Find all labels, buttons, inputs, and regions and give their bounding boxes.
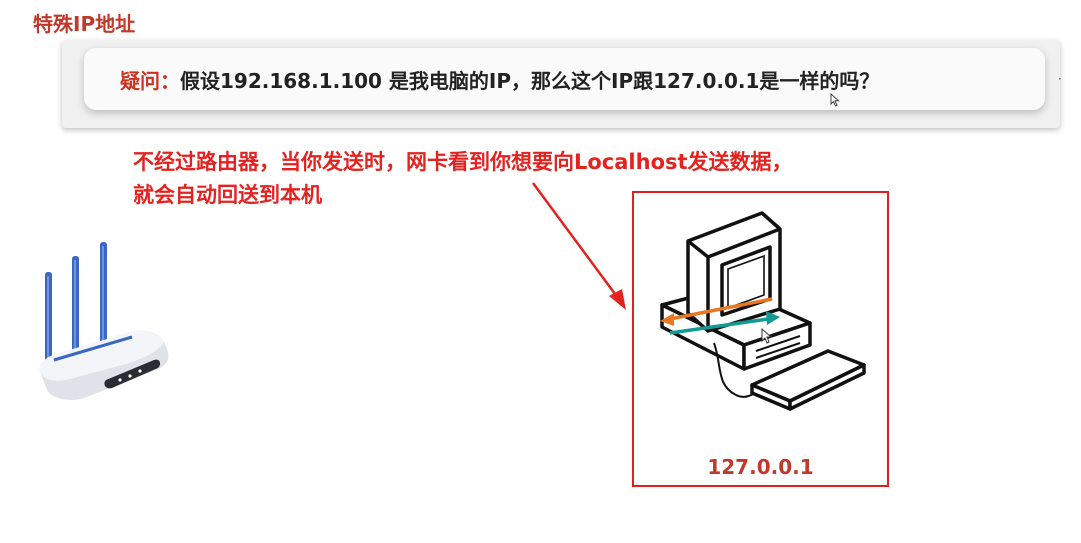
mouse-cursor-icon xyxy=(761,327,773,344)
localhost-caption: 127.0.0.1 xyxy=(707,455,814,479)
desktop-computer-icon xyxy=(660,211,866,411)
send-arrow xyxy=(669,297,773,321)
question-body: 假设192.168.1.100 是我电脑的IP，那么这个IP跟127.0.0.1… xyxy=(180,68,880,93)
edge-dot: · xyxy=(1058,72,1062,86)
explanation-line-2: 就会自动回送到本机 xyxy=(133,183,322,207)
question-text-line: 疑问：假设192.168.1.100 是我电脑的IP，那么这个IP跟127.0.… xyxy=(120,65,879,94)
wifi-router-icon xyxy=(39,242,169,400)
page-title: 特殊IP地址 xyxy=(33,12,136,36)
return-arrow xyxy=(669,317,769,335)
question-card: 疑问：假设192.168.1.100 是我电脑的IP，那么这个IP跟127.0.… xyxy=(84,48,1045,110)
explanation-line-1: 不经过路由器，当你发送时，网卡看到你想要向Localhost发送数据， xyxy=(133,150,793,174)
explanation-text: 不经过路由器，当你发送时，网卡看到你想要向Localhost发送数据， 就会自动… xyxy=(133,146,973,212)
mouse-cursor-icon xyxy=(830,93,840,107)
localhost-frame: 127.0.0.1 xyxy=(632,191,889,487)
question-label: 疑问： xyxy=(120,68,180,93)
